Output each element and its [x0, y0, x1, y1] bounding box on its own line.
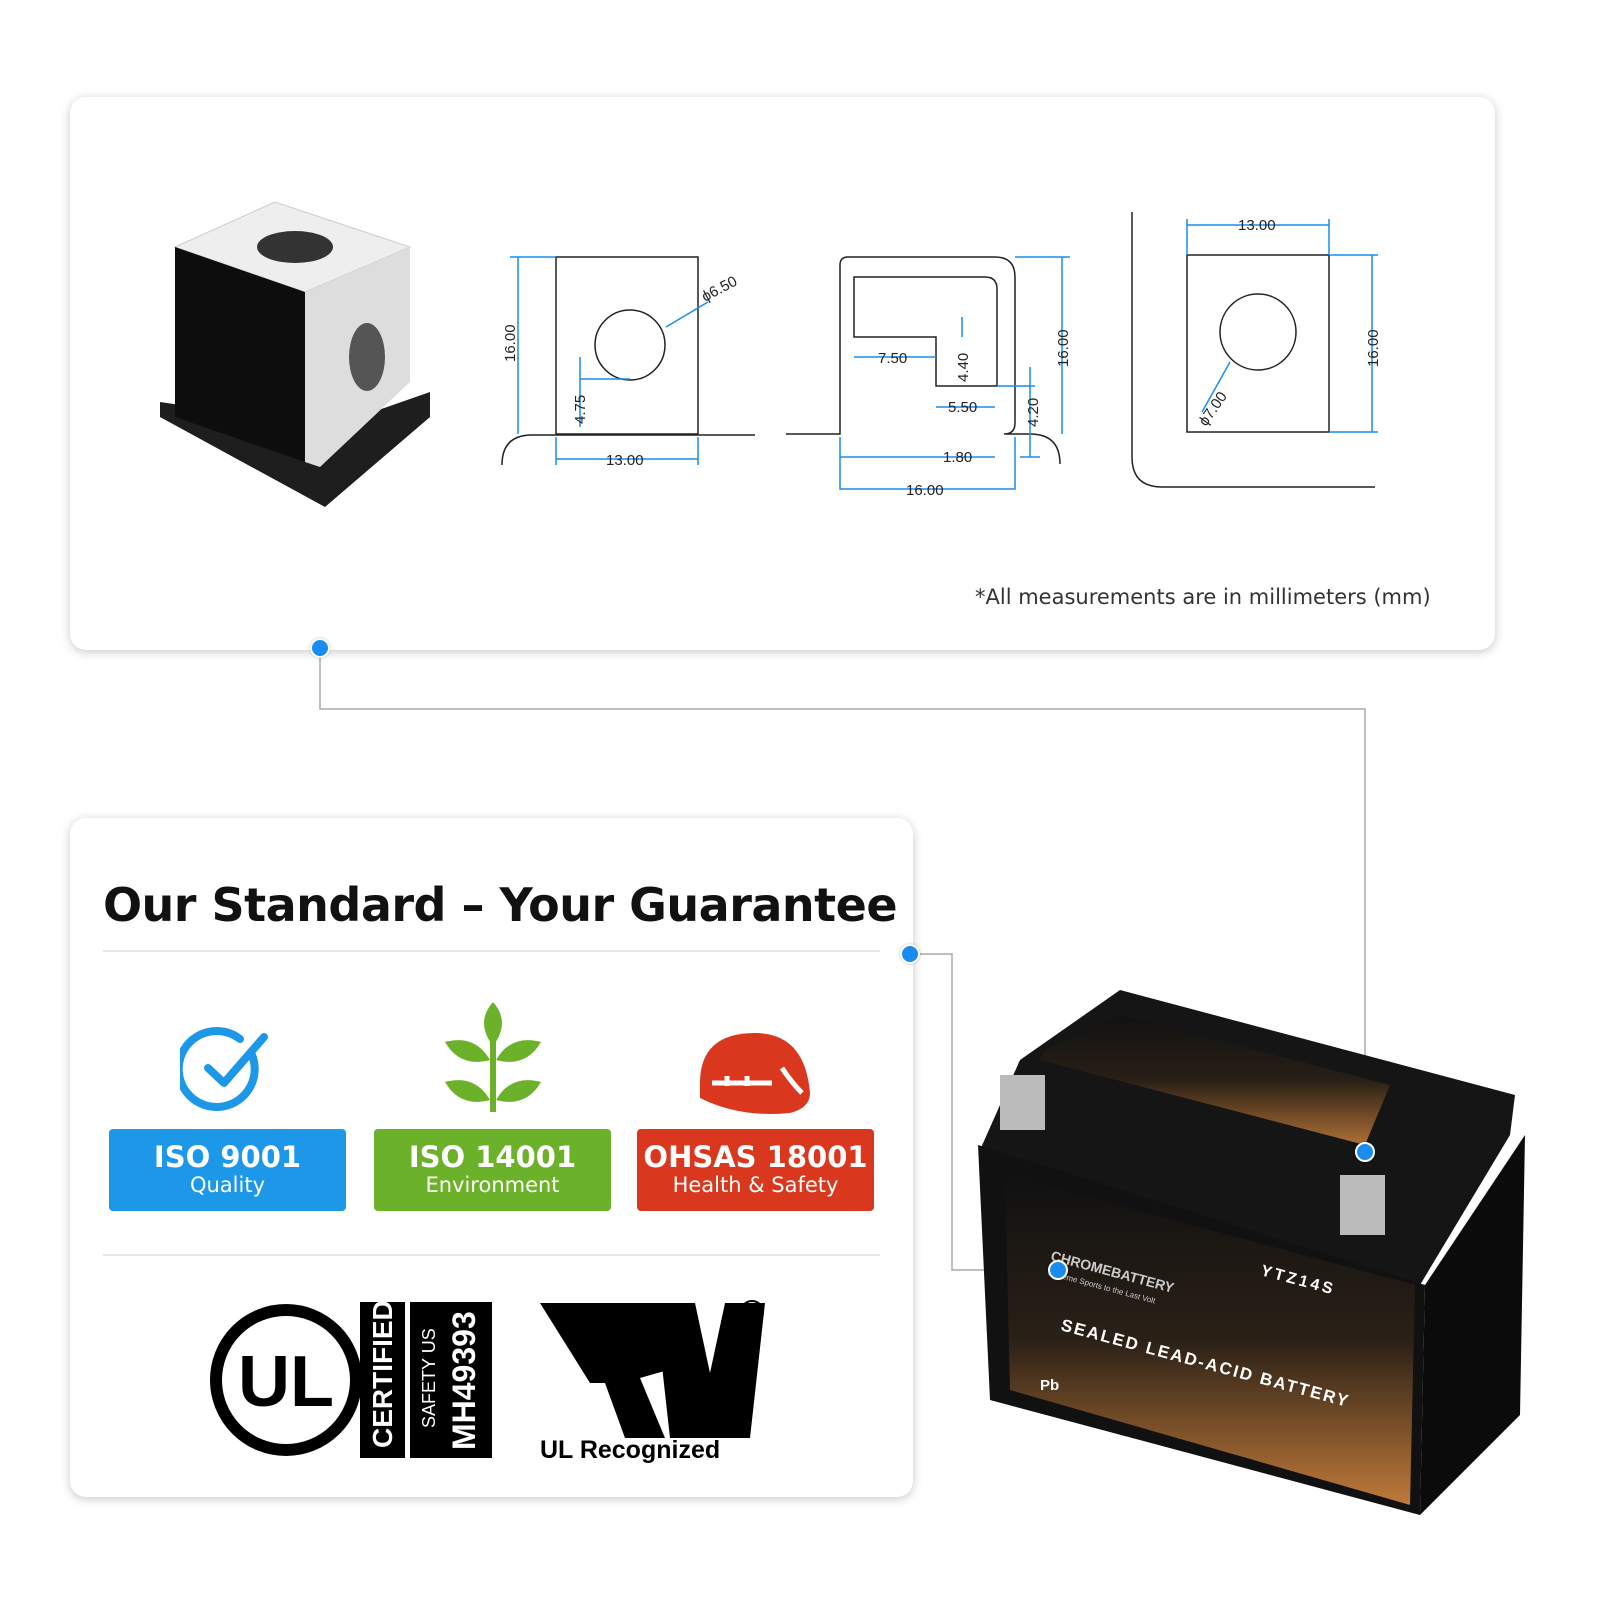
ul-safety-text: SAFETY US — [419, 1328, 439, 1428]
ul-number: MH49393 — [446, 1311, 482, 1450]
battery-pb: Pb — [1040, 1377, 1059, 1394]
dim-side-height: 16.00 — [1055, 329, 1072, 367]
dim-top-height: 16.00 — [1365, 329, 1382, 367]
ul-mark: UL — [238, 1342, 334, 1422]
battery-image: CHROMEBATTERY Extreme Sports to the Last… — [978, 990, 1525, 1515]
dim-front-width: 13.00 — [606, 452, 644, 469]
terminal-3d-image — [160, 201, 430, 507]
svg-text:R: R — [747, 1305, 756, 1320]
ul-certified-text: CERTIFIED — [367, 1300, 398, 1448]
badge-label: Quality — [189, 1173, 266, 1197]
plant-icon — [445, 1002, 541, 1112]
dim-front-height: 16.00 — [502, 324, 519, 362]
dim-top-hole: ϕ7.00 — [1195, 389, 1230, 430]
dim-top-width: 13.00 — [1238, 217, 1276, 234]
hard-hat-icon — [700, 1033, 810, 1114]
dim-side-d5: 1.80 — [943, 449, 972, 466]
ul-recognized-logo: R UL Recognized — [540, 1300, 765, 1464]
technical-drawing: 16.00 ϕ6.50 4.75 13.00 7.50 4.40 5.50 4.… — [501, 212, 1382, 499]
dim-side-width: 16.00 — [906, 482, 944, 499]
badge-code: ISO 14001 — [408, 1140, 577, 1174]
callout-dot[interactable] — [1048, 1260, 1068, 1280]
divider — [103, 1254, 880, 1256]
units-note: *All measurements are in millimeters (mm… — [975, 585, 1431, 609]
divider — [103, 950, 880, 952]
badge-label: Environment — [425, 1173, 560, 1197]
terminal-dimensions-card: 16.00 ϕ6.50 4.75 13.00 7.50 4.40 5.50 4.… — [70, 97, 1495, 650]
badge-code: OHSAS 18001 — [643, 1140, 868, 1174]
guarantee-title: Our Standard – Your Guarantee — [102, 878, 898, 932]
check-circle-icon — [180, 1027, 268, 1111]
ul-recognized-text: UL Recognized — [540, 1436, 720, 1464]
callout-dot[interactable] — [1355, 1142, 1375, 1162]
ul-certified-logo: UL CERTIFIED SAFETY US MH49393 — [210, 1300, 492, 1458]
dim-side-d4: 4.20 — [1025, 398, 1042, 427]
dim-side-d2: 4.40 — [955, 353, 972, 382]
dim-front-hole: ϕ6.50 — [699, 273, 740, 306]
callout-dot[interactable] — [310, 638, 330, 658]
callout-dot[interactable] — [900, 944, 920, 964]
dim-side-d1: 7.50 — [878, 350, 907, 367]
dim-side-d3: 5.50 — [948, 399, 977, 416]
badge-code: ISO 9001 — [153, 1140, 302, 1174]
badge-label: Health & Safety — [672, 1173, 839, 1197]
dim-front-offset: 4.75 — [572, 395, 589, 424]
